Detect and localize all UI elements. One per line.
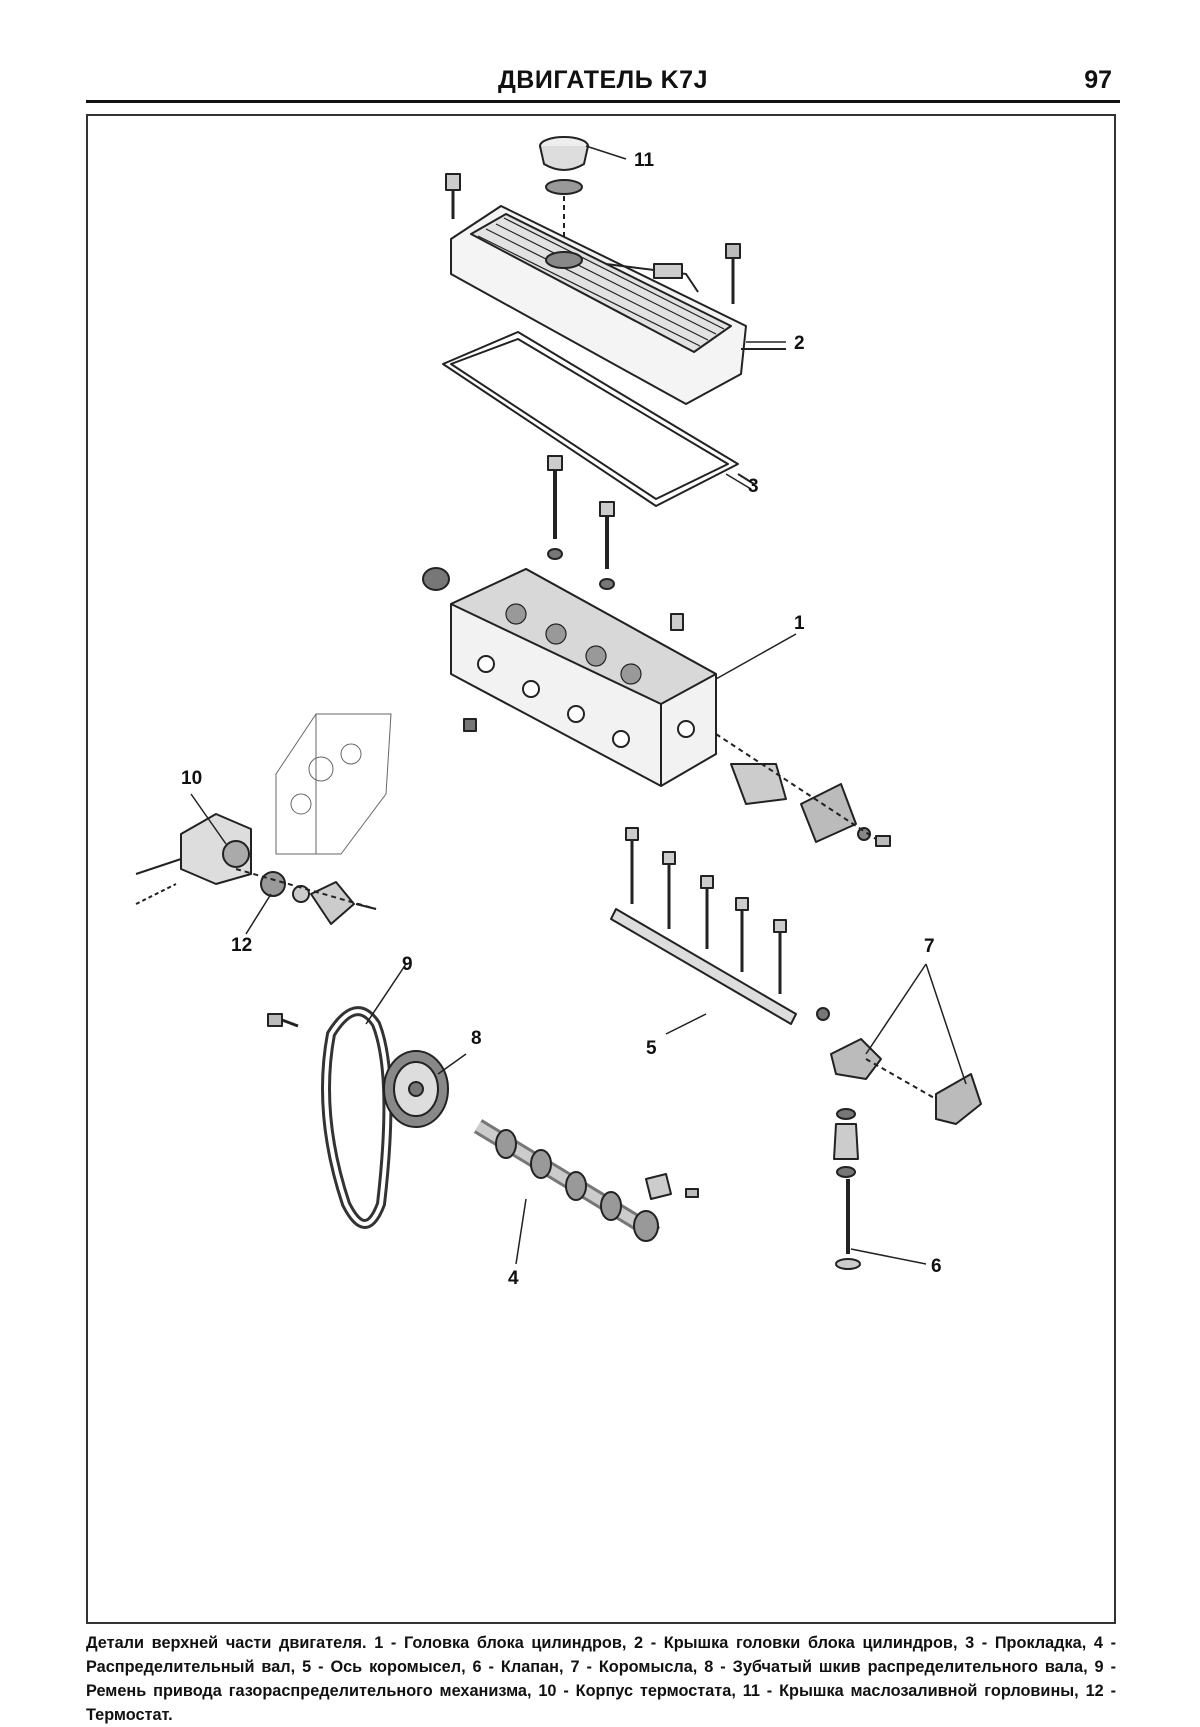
camshaft-drawing xyxy=(473,1119,699,1242)
page-number: 97 xyxy=(1084,66,1112,94)
callout-2: 2 xyxy=(794,333,805,354)
oil-filler-cap-drawing xyxy=(539,136,589,250)
callout-5: 5 xyxy=(646,1038,657,1059)
rockers-drawing xyxy=(816,1007,982,1125)
thermostat-housing-drawing xyxy=(135,813,252,905)
rocker-shaft-drawing xyxy=(610,827,797,1025)
callout-10: 10 xyxy=(181,768,202,789)
page-title: ДВИГАТЕЛЬ K7J xyxy=(497,66,708,94)
callout-3: 3 xyxy=(748,476,759,497)
leader-lines xyxy=(190,145,967,1265)
valve-drawing xyxy=(833,1108,861,1270)
engine-parts-diagram: 11 2 3 1 10 12 9 8 7 5 4 6 xyxy=(135,136,982,1289)
callout-6: 6 xyxy=(931,1256,942,1277)
timing-belt-drawing xyxy=(267,1006,393,1229)
engine-block-ghost-drawing xyxy=(275,713,392,855)
figure-frame xyxy=(86,114,1116,1624)
cylinder-head-cover-drawing xyxy=(450,205,786,405)
callout-7: 7 xyxy=(924,936,935,957)
cylinder-head-drawing xyxy=(422,567,891,847)
callout-8: 8 xyxy=(471,1028,482,1049)
callout-4: 4 xyxy=(508,1268,519,1289)
gasket-drawing xyxy=(442,331,755,507)
callout-9: 9 xyxy=(402,954,413,975)
camshaft-pulley-drawing xyxy=(383,1050,449,1128)
figure-caption: Детали верхней части двигателя. 1 - Голо… xyxy=(86,1634,1116,1724)
page-header: ДВИГАТЕЛЬ K7J 97 xyxy=(86,62,1120,103)
head-bolts-drawing xyxy=(547,455,615,590)
callout-12: 12 xyxy=(231,935,252,956)
callout-1: 1 xyxy=(794,613,805,634)
callout-11: 11 xyxy=(634,150,655,171)
thermostat-drawing xyxy=(235,868,377,925)
cover-bolt-left-drawing xyxy=(445,173,461,219)
